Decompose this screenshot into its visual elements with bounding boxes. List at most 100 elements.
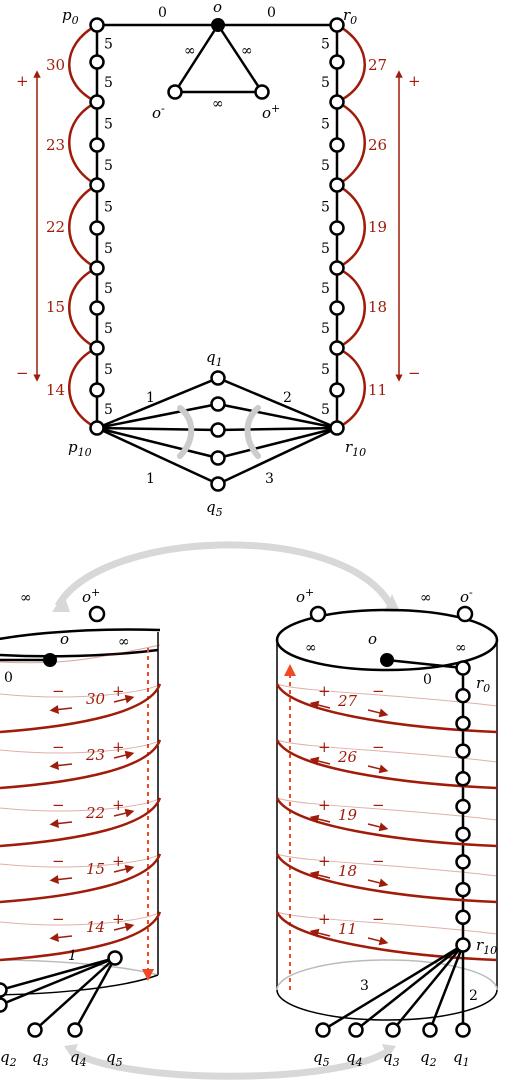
br-two: 2 <box>469 988 478 1004</box>
weight-left-6: 5 <box>104 281 113 297</box>
loop-right-label-0: 27 <box>337 692 358 710</box>
loop-right-label-1: 26 <box>337 748 358 766</box>
loop-left-3 <box>0 853 162 904</box>
vertex-p5 <box>89 220 105 236</box>
label-p0: p0 <box>62 6 79 27</box>
loop-right-plus-0: + <box>318 682 331 700</box>
loop-left-label-2: 22 <box>85 804 105 822</box>
right-q-label-0: q5 <box>313 1048 330 1069</box>
label-r10: r10 <box>345 438 366 459</box>
loop-left-2 <box>0 797 162 848</box>
bl-zero: 0 <box>4 670 13 686</box>
br-inf-b: ∞ <box>305 640 317 656</box>
br-inf-a: ∞ <box>420 590 432 606</box>
top-graph: p0 r0 o 0 0 ∞ ∞ ∞ o- o+ q1 q5 p10 r10 1 … <box>16 0 421 519</box>
vertex-r3 <box>329 137 345 153</box>
red-weight-left-1: 23 <box>46 136 65 154</box>
left-q-vertex-4 <box>107 950 123 966</box>
bl-one: 1 <box>68 948 77 964</box>
right-q-label-4: q1 <box>453 1048 470 1069</box>
left-q-label-3: q5 <box>106 1048 123 1069</box>
vertex-p9 <box>89 382 105 398</box>
vertex-r10 <box>329 420 345 436</box>
vertex-r2 <box>329 94 345 110</box>
loop-left-0 <box>0 683 162 734</box>
vertex-p10 <box>89 420 105 436</box>
fan-edges <box>96 376 338 486</box>
swap-arrow-top <box>54 541 394 608</box>
vertex-r5 <box>329 220 345 236</box>
red-weight-right-0: 27 <box>368 56 387 74</box>
loop-left-plus-1: + <box>112 738 125 756</box>
weight-right-8: 5 <box>321 362 330 378</box>
weight-left-7: 5 <box>104 321 113 337</box>
br-inf-c: ∞ <box>455 640 467 656</box>
vertex-aux-1 <box>254 84 270 100</box>
loop-right-plus-4: + <box>318 910 331 928</box>
red-weight-right-3: 18 <box>368 298 387 316</box>
weight-right-7: 5 <box>321 321 330 337</box>
red-weight-left-3: 15 <box>46 298 65 316</box>
loop-left-minus-4: − <box>52 910 65 928</box>
loop-right-plus-3: + <box>318 852 331 870</box>
top-vertices <box>89 17 345 492</box>
vertex-p2 <box>89 94 105 110</box>
vertex-aux-6 <box>210 476 226 492</box>
loop-right-label-3: 18 <box>338 862 357 880</box>
red-weight-left-0: 30 <box>46 56 65 74</box>
vertex-p7 <box>89 300 105 316</box>
loop-right-2 <box>275 797 498 848</box>
weight-left-4: 5 <box>104 200 113 216</box>
vertex-aux-4 <box>210 422 226 438</box>
vertex-o-plus-left <box>88 605 106 623</box>
loop-right-plus-2: + <box>318 796 331 814</box>
right-chain-vertex-4 <box>455 771 471 787</box>
weight-left-2: 5 <box>104 117 113 133</box>
label-inf-right: ∞ <box>241 43 253 59</box>
vertex-p4 <box>89 177 105 193</box>
loop-right-label-2: 19 <box>338 806 358 824</box>
weight-left-0: 5 <box>104 37 113 53</box>
right-plus: + <box>408 72 421 90</box>
loop-left-minus-3: − <box>52 852 65 870</box>
label-inf-left: ∞ <box>184 43 196 59</box>
vertex-r8 <box>329 340 345 356</box>
right-chain-vertex-3 <box>455 743 471 759</box>
vertex-aux-0 <box>167 84 183 100</box>
weight-left-5: 5 <box>104 241 113 257</box>
left-q-label-0: q2 <box>0 1048 17 1069</box>
right-q-label-2: q3 <box>383 1048 400 1069</box>
vertex-p1 <box>89 54 105 70</box>
br-o-plus: o+ <box>296 586 314 606</box>
loop-left-label-3: 15 <box>86 860 105 878</box>
right-q-vertex-0 <box>315 1022 331 1038</box>
left-q-vertex-0 <box>0 982 8 998</box>
label-p10: p10 <box>68 438 92 459</box>
right-chain-vertex-2 <box>455 715 471 732</box>
loop-left-label-4: 14 <box>86 918 105 936</box>
weight-right-4: 5 <box>321 200 330 216</box>
bl-inf-b: ∞ <box>118 634 130 650</box>
loop-right-4 <box>275 911 498 962</box>
weight-right-2: 5 <box>321 117 330 133</box>
br-r10: r10 <box>476 936 497 957</box>
loop-left-minus-2: − <box>52 796 65 814</box>
loop-left-plus-3: + <box>112 852 125 870</box>
label-q1: q1 <box>206 348 223 369</box>
label-o-minus: o- <box>152 102 165 122</box>
vertex-aux-3 <box>210 396 226 412</box>
left-q-vertex-3 <box>67 1022 83 1038</box>
vertex-p0 <box>89 17 105 33</box>
label-zero-right: 0 <box>267 5 276 21</box>
right-chain-vertex-7 <box>455 854 471 870</box>
right-chain-vertex-5 <box>455 798 471 815</box>
label-o: o <box>213 0 222 16</box>
weight-left-8: 5 <box>104 362 113 378</box>
right-q-vertex-4 <box>455 1022 471 1038</box>
weight-right-6: 5 <box>321 281 330 297</box>
left-plus: + <box>16 72 29 90</box>
vertex-p6 <box>89 260 105 276</box>
